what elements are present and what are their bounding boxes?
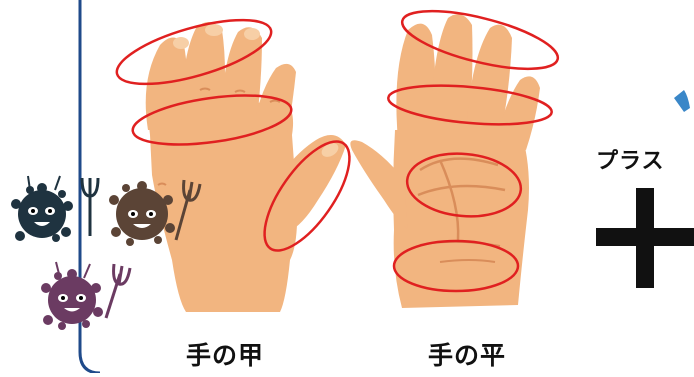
back-of-hand-label: 手の甲 bbox=[186, 341, 265, 370]
plus-text: プラス bbox=[596, 149, 665, 174]
highlight-palm-fingertips bbox=[400, 9, 560, 71]
trident-icon bbox=[80, 177, 100, 236]
palm-label: 手の平 bbox=[428, 341, 507, 370]
germ-icon bbox=[41, 261, 103, 330]
palm-illustration bbox=[350, 14, 540, 308]
highlight-palm-center bbox=[405, 152, 523, 218]
trident-icon bbox=[104, 263, 132, 319]
highlight-back-knuckles bbox=[131, 94, 293, 146]
highlight-back-fingertips bbox=[115, 18, 273, 86]
trident-icon bbox=[174, 179, 202, 241]
highlight-palm-knuckles bbox=[387, 84, 553, 126]
germ-icon bbox=[109, 181, 175, 246]
germ-icon bbox=[11, 175, 73, 242]
highlight-back-thumb bbox=[263, 140, 351, 252]
highlight-palm-wrist bbox=[392, 239, 520, 293]
back-of-hand-illustration bbox=[145, 21, 346, 312]
arrow-fragment bbox=[674, 90, 690, 112]
highlight-ellipses bbox=[115, 9, 560, 293]
plus-icon bbox=[596, 188, 694, 288]
